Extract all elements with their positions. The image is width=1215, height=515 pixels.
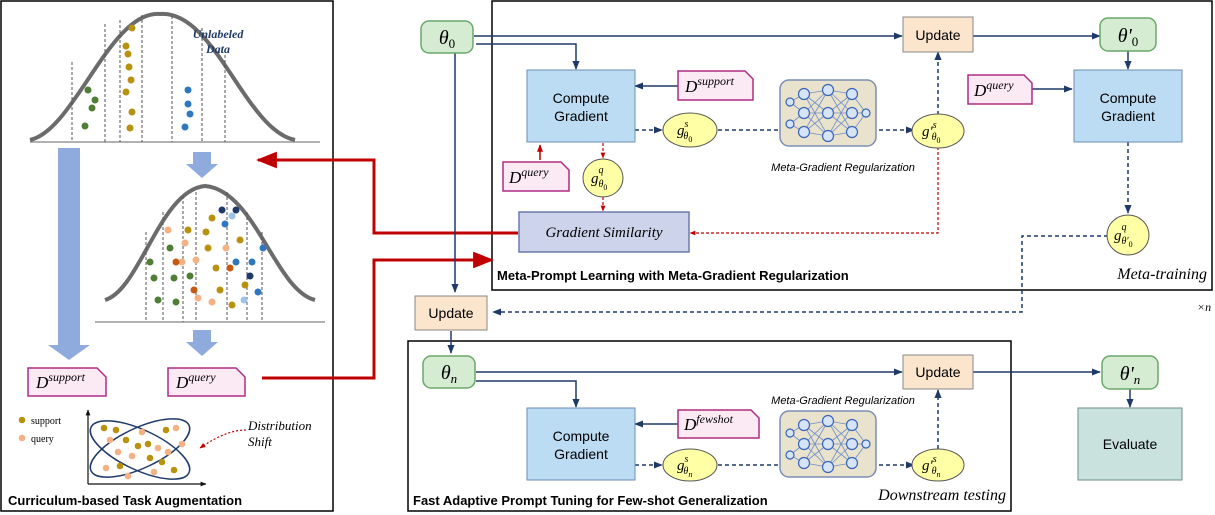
distribution-shift-plot: support query Distribution Shift	[18, 409, 312, 487]
top-distribution: Unlabeled Data	[29, 11, 320, 143]
downstream-connections	[476, 368, 1134, 428]
legend-query: query	[31, 434, 54, 445]
meta-training-red-dashed	[600, 143, 939, 236]
gradient-similarity-box: Gradient Similarity	[518, 211, 690, 253]
svg-text:Gradient Similarity: Gradient Similarity	[545, 225, 662, 241]
svg-text:Compute: Compute	[1100, 90, 1157, 106]
unlabeled-data-label-line2: Data	[205, 42, 230, 56]
svg-text:Update: Update	[915, 364, 960, 380]
downstream-panel-frame	[407, 340, 1012, 512]
curriculum-panel-frame	[0, 0, 334, 512]
svg-text:Dquery: Dquery	[973, 78, 1014, 100]
curriculum-panel-title: Curriculum-based Task Augmentation	[8, 493, 242, 508]
svg-text:Evaluate: Evaluate	[1103, 436, 1158, 452]
theta0-prime-node: θ'0	[1099, 17, 1157, 52]
d-fewshot-card: Dfewshot	[677, 409, 760, 439]
svg-text:θn: θn	[441, 362, 457, 386]
svg-text:Compute: Compute	[553, 90, 610, 106]
d-query-left-card: Dquery	[502, 161, 570, 192]
meta-training-connections	[451, 32, 1132, 293]
svg-text:Dfewshot: Dfewshot	[683, 412, 734, 434]
theta-n-prime-node: θ'n	[1101, 355, 1159, 390]
svg-text:Dsupport: Dsupport	[684, 74, 735, 96]
meta-gradient-regularization-label-bottom: Meta-Gradient Regularization	[771, 395, 915, 407]
update-middle-box: Update	[414, 295, 488, 331]
evaluate-box: Evaluate	[1077, 407, 1183, 481]
meta-prompt-panel-title: Meta-Prompt Learning with Meta-Gradient …	[497, 268, 849, 283]
theta-n-node: θn	[422, 355, 476, 389]
distribution-shift-label-line2: Shift	[248, 434, 272, 449]
svg-text:θ0: θ0	[439, 27, 455, 51]
d-query-right-card: Dquery	[967, 74, 1033, 105]
svg-text:θ'n: θ'n	[1120, 363, 1141, 387]
times-n-label: ×n	[1197, 300, 1211, 314]
legend-support: support	[31, 416, 61, 427]
red-connectors	[255, 151, 518, 380]
downstream-testing-tag: Downstream testing	[877, 487, 1006, 504]
query-card: Dquery	[167, 367, 246, 397]
update-bottom-box: Update	[902, 354, 974, 390]
d-support-card: Dsupport	[677, 70, 754, 101]
svg-text:θ'0: θ'0	[1118, 25, 1139, 49]
svg-text:g'sθ0: g'sθ0	[922, 120, 941, 145]
meta-training-tag: Meta-training	[1116, 266, 1207, 283]
compute-gradient-bottom-box: Compute Gradient	[526, 407, 636, 481]
svg-text:Dquery: Dquery	[508, 165, 549, 187]
compute-gradient-right-box: Compute Gradient	[1073, 69, 1183, 143]
meta-gradient-regularization-label-top: Meta-Gradient Regularization	[771, 162, 915, 174]
svg-text:Gradient: Gradient	[1101, 108, 1155, 124]
neural-network-icon-top	[779, 79, 877, 147]
svg-text:Update: Update	[915, 27, 960, 43]
svg-text:g'sθn: g'sθn	[922, 454, 941, 479]
support-card: Dsupport	[27, 367, 107, 397]
compute-gradient-left-box: Compute Gradient	[526, 69, 636, 143]
meta-training-panel-frame	[491, 0, 1213, 291]
svg-text:Dsupport: Dsupport	[35, 370, 86, 392]
theta0-node: θ0	[420, 20, 474, 54]
svg-text:Update: Update	[428, 305, 473, 321]
svg-text:Compute: Compute	[553, 428, 610, 444]
svg-text:Gradient: Gradient	[554, 108, 608, 124]
fast-tuning-panel-title: Fast Adaptive Prompt Tuning for Few-shot…	[413, 493, 768, 508]
neural-network-icon-bottom	[779, 410, 877, 478]
svg-text:gqθ'0: gqθ'0	[1114, 222, 1133, 249]
distribution-shift-label-line1: Distribution	[247, 418, 312, 433]
svg-text:Dquery: Dquery	[175, 370, 216, 392]
curriculum-flow-arrows	[48, 148, 218, 360]
unlabeled-data-label-line1: Unlabeled	[193, 27, 245, 41]
svg-text:Gradient: Gradient	[554, 446, 608, 462]
mixed-distribution	[95, 183, 325, 323]
update-top-box: Update	[902, 16, 974, 53]
